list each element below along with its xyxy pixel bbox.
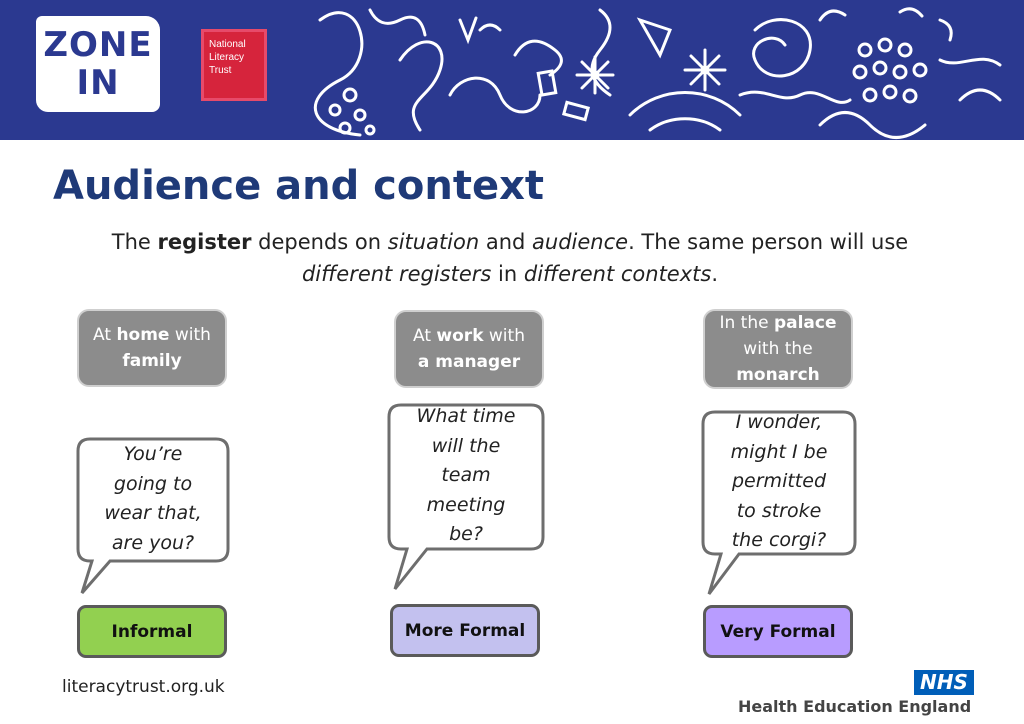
nlt-line1: National <box>209 39 246 50</box>
register-label-very-formal: Very Formal <box>703 605 853 658</box>
speech-line: to stroke <box>736 499 822 522</box>
setting-keyword: palace <box>773 313 837 333</box>
setting-audience: monarch <box>736 365 820 385</box>
intro-text: . The same person will use <box>628 230 909 254</box>
intro-text: depends on <box>251 230 388 254</box>
intro-text: in <box>491 262 524 286</box>
intro-paragraph: The register depends on situation and au… <box>40 226 980 290</box>
setting-text: In the <box>719 313 774 333</box>
nhs-logo: NHS <box>914 670 974 695</box>
speech-line: are you? <box>111 531 195 554</box>
health-education-england-logo: Health Education England <box>738 697 972 716</box>
page-title: Audience and context <box>53 163 545 209</box>
register-label-informal: Informal <box>77 605 227 658</box>
speech-line: What time <box>416 405 516 428</box>
intro-audience: audience <box>532 230 629 254</box>
nlt-line2: Literacy <box>209 52 245 63</box>
speech-line: will the <box>431 434 501 457</box>
speech-bubble-shape <box>701 410 857 595</box>
setting-audience: a manager <box>417 352 521 372</box>
zone-logo-line2: IN <box>76 63 120 103</box>
speech-line: going to <box>113 472 193 495</box>
setting-text: with <box>483 326 525 346</box>
intro-line-1: The register depends on situation and au… <box>40 226 980 258</box>
speech-text: What time will the team meeting be? <box>387 403 545 549</box>
speech-bubble-more-formal: What time will the team meeting be? <box>387 403 545 593</box>
setting-text: with the <box>743 339 813 359</box>
zone-in-logo: ZONE IN <box>36 16 160 112</box>
setting-box-work: At work with a manager <box>394 310 544 388</box>
speech-line: wear that, <box>104 502 202 524</box>
speech-text: You’re going to wear that, are you? <box>76 437 230 561</box>
setting-text: with <box>169 325 211 345</box>
speech-bubble-informal: You’re going to wear that, are you? <box>76 437 230 597</box>
setting-text: At <box>413 326 437 346</box>
header-banner: ZONE IN National Literacy Trust <box>0 0 1024 140</box>
speech-text: I wonder, might I be permitted to stroke… <box>701 410 857 554</box>
speech-line: might I be <box>730 440 828 463</box>
intro-text: The <box>111 230 158 254</box>
speech-bubble-shape <box>76 437 230 594</box>
setting-keyword: work <box>436 326 484 346</box>
setting-box-palace: In the palace with the monarch <box>703 309 853 389</box>
intro-text: . <box>711 262 719 286</box>
intro-line-2: different registers in different context… <box>40 258 980 290</box>
speech-bubble-very-formal: I wonder, might I be permitted to stroke… <box>701 410 857 598</box>
speech-line: the corgi? <box>731 529 827 552</box>
intro-different-contexts: different contexts <box>523 262 712 286</box>
intro-different-registers: different registers <box>301 262 492 286</box>
speech-line: I wonder, <box>735 411 823 434</box>
register-label-more-formal: More Formal <box>390 604 540 657</box>
speech-line: permitted <box>732 470 826 493</box>
zone-logo-line1: ZONE <box>43 25 153 65</box>
setting-audience: family <box>122 351 182 371</box>
national-literacy-trust-logo: National Literacy Trust <box>201 29 267 101</box>
intro-text: and <box>479 230 533 254</box>
intro-situation: situation <box>387 230 480 254</box>
setting-keyword: home <box>116 325 170 345</box>
speech-line: You’re <box>123 443 183 465</box>
doodle-pattern <box>313 7 1002 139</box>
speech-line: meeting <box>426 493 506 516</box>
speech-line: team <box>441 464 491 487</box>
footer-url: literacytrust.org.uk <box>62 677 225 697</box>
setting-box-home: At home with family <box>77 309 227 387</box>
setting-text: At <box>93 325 117 345</box>
intro-register: register <box>157 230 252 254</box>
nlt-line3: Trust <box>209 65 232 76</box>
speech-line: be? <box>449 523 483 546</box>
speech-bubble-shape <box>387 403 545 590</box>
